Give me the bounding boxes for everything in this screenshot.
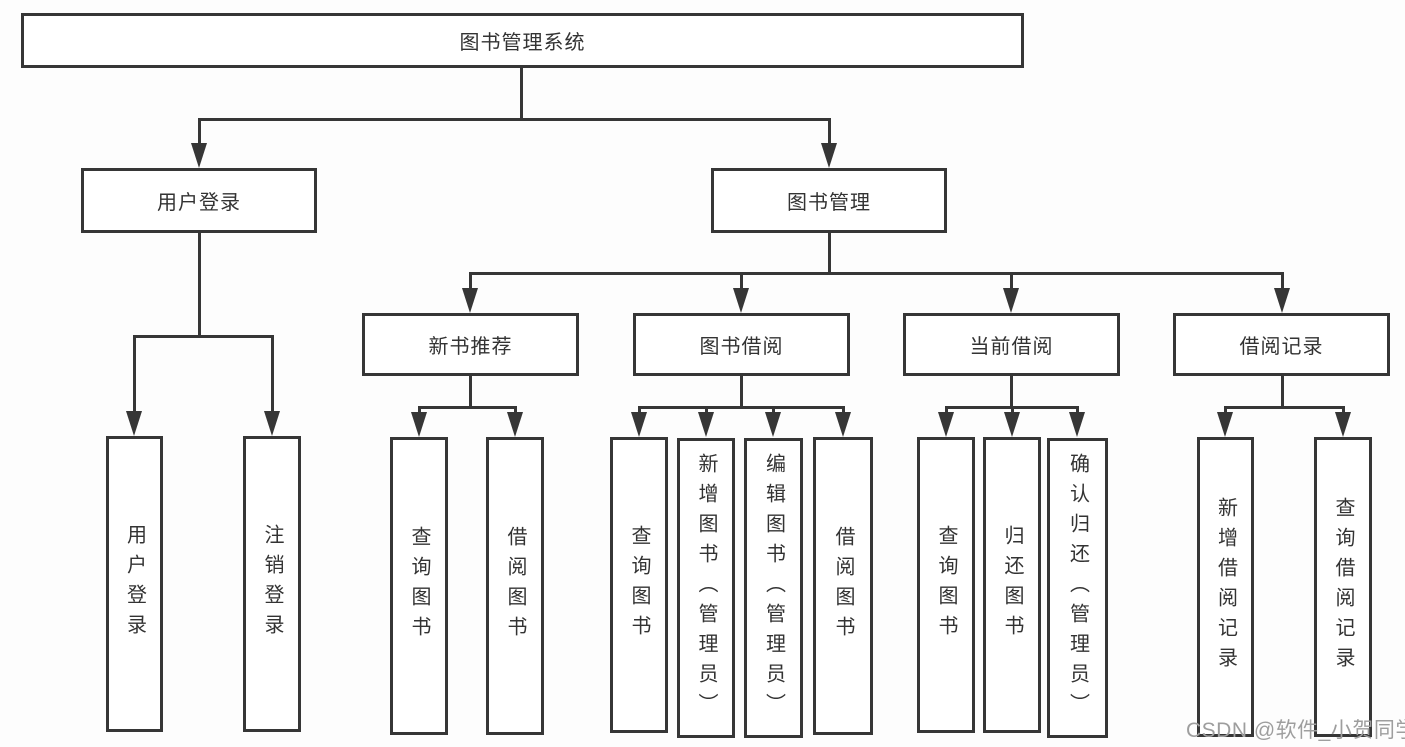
node-label: 用户登录 (157, 192, 241, 214)
arrow-down-icon (264, 411, 280, 436)
connector-line (469, 272, 1284, 275)
connector-line (828, 118, 831, 146)
leaf-return-books: 归还图书 (983, 437, 1041, 733)
leaf-edit-books-admin: 编辑图书（管理员） (744, 438, 803, 738)
connector-line (271, 335, 274, 413)
connector-line (1224, 406, 1227, 414)
arrow-down-icon (1274, 288, 1290, 313)
node-new-book-recommend: 新书推荐 (362, 313, 579, 376)
connector-line (198, 233, 201, 338)
connector-line (520, 68, 523, 121)
connector-line (198, 118, 831, 121)
node-root: 图书管理系统 (21, 13, 1024, 68)
arrow-down-icon (938, 412, 954, 437)
leaf-query-books-current: 查询图书 (917, 437, 975, 733)
leaf-user-login: 用户登录 (106, 436, 163, 732)
connector-line (198, 118, 201, 146)
leaf-label: 查询图书 (408, 526, 430, 646)
node-label: 图书借阅 (699, 336, 784, 358)
csdn-watermark: CSDN @软件_小贺同学 (1186, 719, 1405, 742)
connector-line (638, 406, 845, 409)
leaf-label: 借阅图书 (832, 526, 854, 646)
node-label: 当前借阅 (969, 336, 1054, 358)
connector-line (418, 406, 517, 409)
arrow-down-icon (631, 412, 647, 437)
leaf-label: 编辑图书（管理员） (762, 453, 785, 723)
leaf-label: 新增借阅记录 (1214, 497, 1237, 677)
leaf-label: 查询借阅记录 (1332, 497, 1354, 677)
connector-line (1281, 272, 1284, 289)
node-label: 新书推荐 (428, 336, 513, 358)
arrow-down-icon (698, 412, 714, 437)
connector-line (469, 376, 472, 409)
connector-line (945, 406, 948, 414)
leaf-label: 注销登录 (261, 524, 283, 644)
connector-line (1224, 406, 1345, 409)
connector-line (1010, 376, 1013, 409)
arrow-down-icon (462, 288, 478, 313)
leaf-add-borrow-record: 新增借阅记录 (1197, 437, 1254, 737)
leaf-confirm-return-admin: 确认归还（管理员） (1047, 438, 1108, 738)
leaf-logout: 注销登录 (243, 436, 301, 732)
connector-line (1010, 272, 1013, 289)
connector-line (1076, 406, 1079, 414)
node-current-borrowing: 当前借阅 (903, 313, 1120, 376)
node-book-management: 图书管理 (711, 168, 947, 233)
node-book-borrowing: 图书借阅 (633, 313, 850, 376)
leaf-label: 新增图书（管理员） (695, 453, 717, 723)
node-label: 图书管理 (787, 192, 871, 214)
connector-line (1342, 406, 1345, 414)
leaf-borrow-books-recommend: 借阅图书 (486, 437, 544, 735)
arrow-down-icon (1217, 412, 1233, 437)
node-borrowing-records: 借阅记录 (1173, 313, 1390, 376)
leaf-query-books-recommend: 查询图书 (390, 437, 448, 735)
arrow-down-icon (765, 412, 781, 437)
leaf-label: 确认归还（管理员） (1066, 453, 1089, 723)
arrow-down-icon (1003, 288, 1019, 313)
arrow-down-icon (733, 288, 749, 313)
connector-line (705, 406, 708, 414)
arrow-down-icon (835, 412, 851, 437)
connector-line (133, 335, 136, 413)
leaf-add-books-admin: 新增图书（管理员） (677, 438, 735, 738)
arrow-down-icon (126, 411, 142, 436)
node-label: 图书管理系统 (459, 32, 586, 54)
arrow-down-icon (191, 143, 207, 168)
connector-line (1011, 406, 1014, 414)
connector-line (1281, 376, 1284, 409)
leaf-label: 查询图书 (935, 525, 957, 645)
leaf-borrow-books: 借阅图书 (813, 437, 873, 735)
leaf-label: 查询图书 (628, 525, 650, 645)
arrow-down-icon (1004, 412, 1020, 437)
connector-line (638, 406, 641, 414)
connector-line (772, 406, 775, 414)
connector-line (740, 272, 743, 289)
leaf-label: 归还图书 (1001, 525, 1023, 645)
arrow-down-icon (507, 412, 523, 437)
connector-line (842, 406, 845, 414)
connector-line (514, 406, 517, 414)
connector-line (740, 376, 743, 409)
connector-line (133, 335, 274, 338)
connector-line (828, 233, 831, 275)
connector-line (418, 406, 421, 414)
leaf-label: 用户登录 (123, 524, 146, 644)
connector-line (469, 272, 472, 289)
arrow-down-icon (411, 412, 427, 437)
arrow-down-icon (1335, 412, 1351, 437)
arrow-down-icon (821, 143, 837, 168)
leaf-query-borrow-record: 查询借阅记录 (1314, 437, 1372, 737)
node-user-login: 用户登录 (81, 168, 317, 233)
leaf-query-books-borrow: 查询图书 (610, 437, 668, 733)
leaf-label: 借阅图书 (504, 526, 526, 646)
node-label: 借阅记录 (1239, 336, 1324, 358)
arrow-down-icon (1069, 412, 1085, 437)
